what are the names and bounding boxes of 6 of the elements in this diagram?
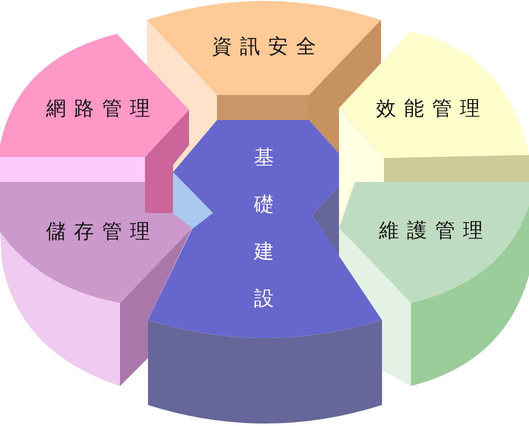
segment-label: 維護管理 [379, 218, 491, 242]
center-label: 基礎建設 [254, 144, 274, 312]
segment-label: 網路管理 [46, 96, 158, 120]
segment-label: 資訊安全 [212, 34, 324, 58]
segment-label: 效能管理 [376, 96, 488, 120]
segment-label: 儲存管理 [46, 219, 158, 243]
